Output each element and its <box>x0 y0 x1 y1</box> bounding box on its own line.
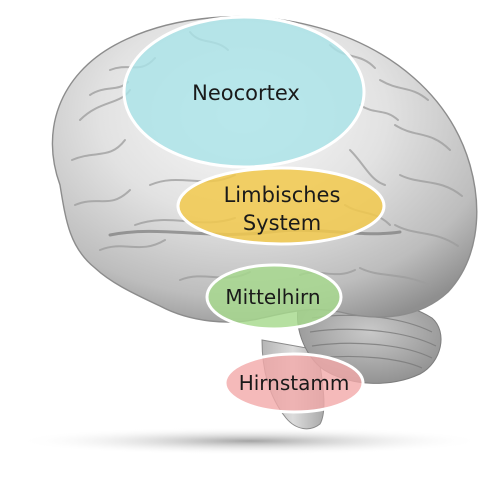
floor-shadow <box>15 427 485 455</box>
label-neocortex: Neocortex <box>192 81 300 105</box>
label-brainstem: Hirnstamm <box>239 371 350 395</box>
label-limbic-line2: System <box>243 211 321 235</box>
label-limbic-line1: Limbisches <box>224 183 341 207</box>
label-midbrain: Mittelhirn <box>225 285 320 309</box>
